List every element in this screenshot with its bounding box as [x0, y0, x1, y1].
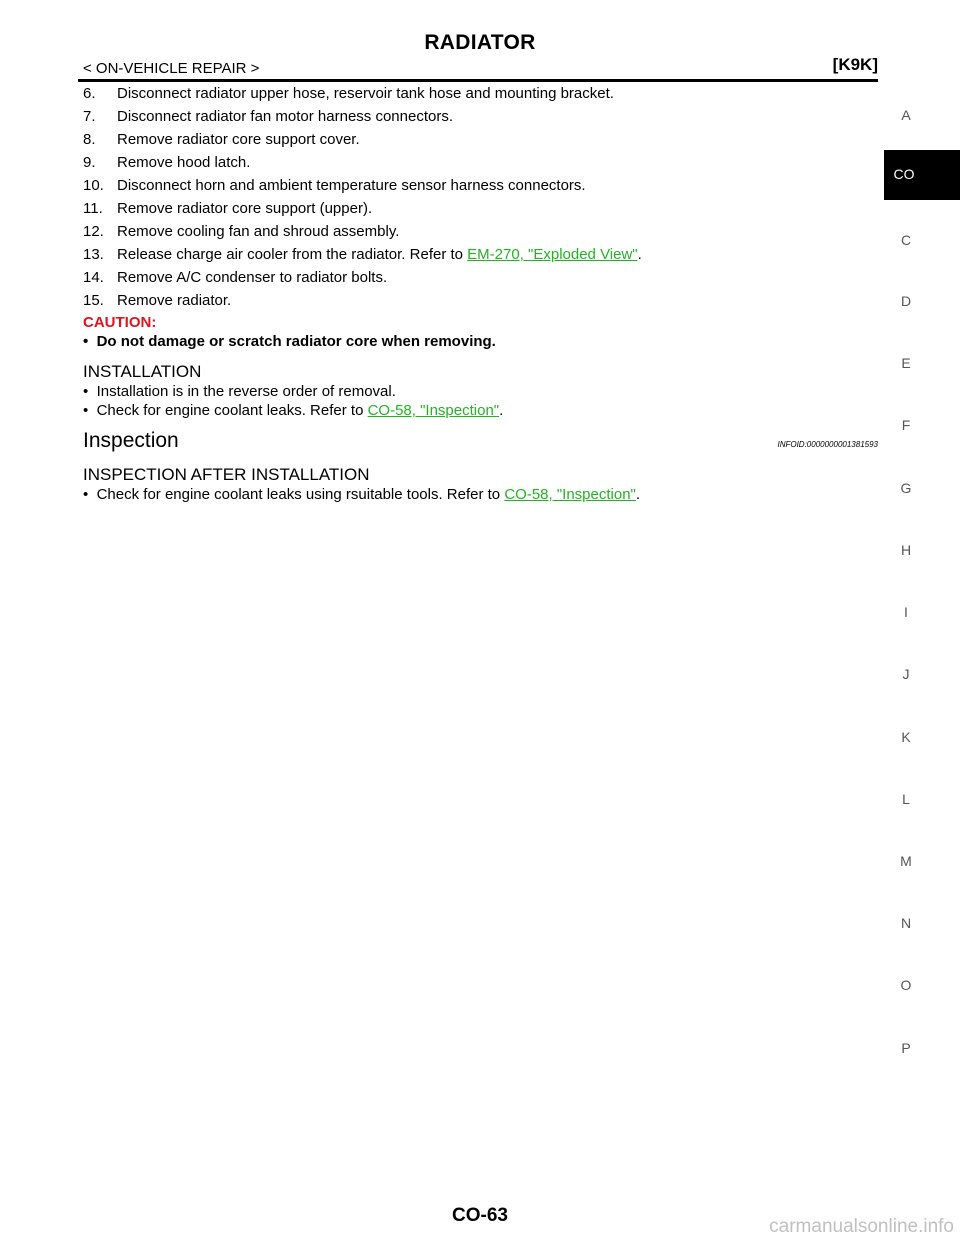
step-item: 14. Remove A/C condenser to radiator bolt… [83, 268, 883, 291]
sidebar-letter-m[interactable]: M [900, 853, 912, 869]
step-number: 8. [83, 131, 96, 148]
step-text: Remove radiator core support cover. [117, 131, 360, 148]
step-number: 6. [83, 85, 96, 102]
step-number: 13. [83, 246, 104, 263]
inspection-heading: Inspection [83, 429, 179, 452]
step-item: 8. Remove radiator core support cover. [83, 130, 883, 153]
step-number: 7. [83, 108, 96, 125]
step-item: 6. Disconnect radiator upper hose, reserv… [83, 84, 883, 107]
bullet-icon: • [83, 333, 97, 350]
info-id: INFOID:0000000001381593 [777, 440, 878, 449]
sidebar-letter-c[interactable]: C [900, 232, 912, 248]
step-text: Disconnect radiator upper hose, reservoi… [117, 85, 614, 102]
section-label: < ON-VEHICLE REPAIR > [83, 60, 260, 77]
step-number: 15. [83, 292, 104, 309]
inspection-heading-row: Inspection INFOID:0000000001381593 [83, 425, 883, 459]
step-list: 6. Disconnect radiator upper hose, reserv… [83, 84, 883, 314]
inspection-bullet: • Check for engine coolant leaks using r… [83, 485, 883, 504]
step-text: Remove radiator core support (upper). [117, 200, 373, 217]
bullet-text: Check for engine coolant leaks. Refer to [96, 402, 368, 419]
sidebar-letter-l[interactable]: L [902, 791, 910, 807]
inspection-after-installation-heading: INSPECTION AFTER INSTALLATION [83, 465, 370, 484]
step-number: 10. [83, 177, 104, 194]
sidebar-letter-k[interactable]: K [901, 729, 911, 745]
sidebar-letter-d[interactable]: D [900, 293, 912, 309]
sidebar-letter-j[interactable]: J [902, 666, 910, 682]
installation-bullet: • Check for engine coolant leaks. Refer … [83, 401, 883, 420]
step-number: 9. [83, 154, 96, 171]
page-number: CO-63 [452, 1205, 508, 1226]
sidebar-letter-a[interactable]: A [901, 107, 911, 123]
caution-text: Do not damage or scratch radiator core w… [96, 333, 496, 350]
sidebar-letter-e[interactable]: E [901, 355, 911, 371]
sidebar-letter-g[interactable]: G [900, 480, 912, 496]
exploded-view-link[interactable]: EM-270, "Exploded View" [467, 246, 638, 263]
bullet-text-end: . [635, 486, 641, 503]
inspection-link[interactable]: CO-58, "Inspection" [367, 402, 500, 419]
step-item: 10. Disconnect horn and ambient temperatu… [83, 176, 883, 199]
step-item: 9. Remove hood latch. [83, 153, 883, 176]
step-text: Remove A/C condenser to radiator bolts. [117, 269, 388, 286]
step-number: 11. [83, 200, 103, 217]
bullet-icon: • [83, 402, 97, 419]
sidebar-letter-h[interactable]: H [900, 542, 912, 558]
step-text: Disconnect radiator fan motor harness co… [117, 108, 453, 125]
step-item: 7. Disconnect radiator fan motor harness … [83, 107, 883, 130]
page-title: RADIATOR [424, 31, 536, 54]
bullet-icon: • [83, 486, 97, 503]
sidebar-letter-o[interactable]: O [900, 977, 912, 993]
caution-item: • Do not damage or scratch radiator core… [83, 332, 883, 356]
step-item: 12. Remove cooling fan and shroud assembl… [83, 222, 883, 245]
step-item: 15. Remove radiator. [83, 291, 883, 314]
bullet-text-end: . [499, 402, 504, 419]
inspection-link[interactable]: CO-58, "Inspection" [504, 486, 636, 503]
sidebar-letter-f[interactable]: F [901, 417, 911, 433]
installation-bullet: • Installation is in the reverse order o… [83, 382, 883, 401]
step-text: Remove cooling fan and shroud assembly. [117, 223, 400, 240]
header-rule [78, 79, 878, 82]
step-text-end: . [637, 246, 642, 263]
caution-title: CAUTION: [83, 314, 157, 331]
bullet-text: Check for engine coolant leaks using rsu… [96, 486, 505, 503]
sidebar-letter-i[interactable]: I [904, 604, 908, 620]
sidebar-letter-n[interactable]: N [900, 915, 912, 931]
bullet-text: Installation is in the reverse order of … [96, 383, 396, 400]
step-number: 12. [83, 223, 104, 240]
step-text: Remove hood latch. [117, 154, 251, 171]
step-text: Release charge air cooler from the radia… [117, 246, 468, 263]
sidebar-tab-co[interactable]: CO [884, 150, 960, 200]
engine-code: [K9K] [832, 55, 878, 74]
step-text: Disconnect horn and ambient temperature … [117, 177, 586, 194]
step-item: 11. Remove radiator core support (upper). [83, 199, 883, 222]
watermark: carmanualsonline.info [769, 1216, 954, 1237]
bullet-icon: • [83, 383, 97, 400]
step-item: 13. Release charge air cooler from the ra… [83, 245, 883, 268]
sidebar-tab-co-label: CO [893, 166, 915, 182]
installation-heading: INSTALLATION [83, 362, 202, 381]
step-text: Remove radiator. [117, 292, 232, 309]
step-number: 14. [83, 269, 104, 286]
content: 6. Disconnect radiator upper hose, reserv… [83, 84, 883, 504]
sidebar-letter-p[interactable]: P [901, 1040, 911, 1056]
